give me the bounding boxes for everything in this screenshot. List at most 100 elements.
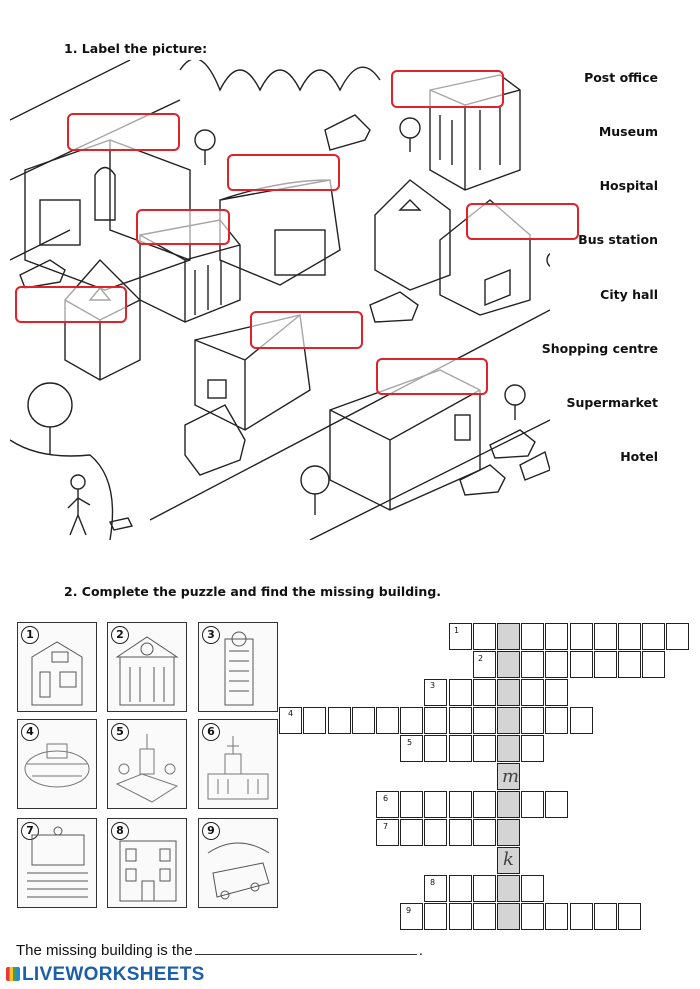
crossword-cell[interactable]: [400, 791, 424, 818]
crossword-cell[interactable]: [376, 819, 399, 846]
crossword-cell[interactable]: [521, 791, 545, 818]
crossword-cell[interactable]: [521, 875, 545, 902]
building-thumb-8: 8: [107, 818, 187, 908]
crossword-cell[interactable]: [448, 707, 472, 734]
crossword-cell[interactable]: [569, 623, 593, 650]
crossword-cell[interactable]: [376, 707, 399, 734]
crossword-cell[interactable]: [521, 735, 545, 762]
word-bank-item: Shopping centre: [541, 341, 658, 356]
crossword-cell[interactable]: [521, 707, 545, 734]
crossword-cell[interactable]: [472, 735, 496, 762]
crossword-cell[interactable]: [424, 679, 448, 706]
crossword-cell[interactable]: [424, 791, 448, 818]
clue-number: 6: [383, 794, 389, 803]
crossword-cell[interactable]: [424, 903, 448, 930]
crossword-cell[interactable]: [593, 651, 617, 678]
answer-box[interactable]: [376, 358, 488, 395]
crossword-cell[interactable]: [472, 623, 496, 650]
crossword-cell[interactable]: [497, 791, 520, 818]
crossword-cell[interactable]: [497, 875, 520, 902]
crossword-cell[interactable]: [642, 651, 666, 678]
crossword-cell[interactable]: [351, 707, 375, 734]
crossword-cell[interactable]: [618, 623, 641, 650]
crossword-cell[interactable]: [521, 651, 545, 678]
museum-icon: [207, 736, 269, 800]
crossword-cell[interactable]: [400, 735, 424, 762]
clue-number: 3: [430, 681, 436, 690]
crossword-cell[interactable]: [569, 651, 593, 678]
building-thumb-1: 1: [17, 622, 97, 712]
answer-box[interactable]: [250, 311, 363, 349]
crossword-cell[interactable]: [545, 903, 569, 930]
post-office-icon: [31, 641, 83, 706]
crossword-cell[interactable]: [327, 707, 351, 734]
answer-box[interactable]: [391, 70, 504, 108]
crossword-cell[interactable]: [593, 903, 617, 930]
clue-number: 7: [383, 822, 389, 831]
crossword-cell[interactable]: [666, 623, 690, 650]
word-bank-item: Supermarket: [566, 395, 658, 410]
crossword-cell[interactable]: [497, 847, 520, 874]
crossword-cell[interactable]: [448, 735, 472, 762]
crossword-cell[interactable]: [545, 679, 569, 706]
crossword-cell[interactable]: [521, 903, 545, 930]
crossword-cell[interactable]: [497, 763, 520, 790]
crossword-cell[interactable]: [521, 679, 545, 706]
crossword-cell[interactable]: [448, 819, 472, 846]
crossword-cell[interactable]: [497, 707, 520, 734]
crossword-cell[interactable]: [497, 735, 520, 762]
answer-box[interactable]: [227, 154, 340, 191]
crossword-cell[interactable]: [424, 819, 448, 846]
crossword-cell[interactable]: [376, 791, 399, 818]
crossword-cell[interactable]: [472, 819, 496, 846]
crossword-cell[interactable]: [497, 903, 520, 930]
hospital-icon: [224, 631, 254, 706]
crossword-cell[interactable]: [448, 679, 472, 706]
answer-box[interactable]: [67, 113, 180, 151]
brand-logo: LIVEWORKSHEETS: [6, 964, 205, 986]
crossword-cell[interactable]: [618, 651, 641, 678]
crossword-cell[interactable]: [472, 903, 496, 930]
crossword-cell[interactable]: [545, 651, 569, 678]
crossword-cell[interactable]: [472, 651, 496, 678]
crossword-cell[interactable]: [497, 679, 520, 706]
crossword-cell[interactable]: [497, 623, 520, 650]
crossword-cell[interactable]: [472, 679, 496, 706]
crossword-cell[interactable]: [545, 623, 569, 650]
crossword-cell[interactable]: [545, 791, 569, 818]
word-bank-item: City hall: [600, 287, 658, 302]
answer-line[interactable]: [194, 942, 417, 955]
crossword-cell[interactable]: [593, 623, 617, 650]
cinema-icon: [27, 826, 88, 898]
crossword-cell[interactable]: [642, 623, 666, 650]
crossword-cell[interactable]: [400, 903, 424, 930]
brand-logo-icon: [6, 967, 20, 981]
answer-box[interactable]: [136, 209, 230, 245]
crossword-cell[interactable]: [400, 819, 424, 846]
crossword-cell[interactable]: [497, 651, 520, 678]
crossword-cell[interactable]: [472, 791, 496, 818]
crossword-cell[interactable]: [448, 791, 472, 818]
crossword-cell[interactable]: [569, 707, 593, 734]
crossword-cell[interactable]: [472, 707, 496, 734]
crossword-cell[interactable]: [424, 707, 448, 734]
crossword-cell[interactable]: [424, 735, 448, 762]
crossword-cell[interactable]: [448, 623, 472, 650]
crossword-cell[interactable]: [303, 707, 327, 734]
crossword-cell[interactable]: [618, 903, 641, 930]
crossword-cell[interactable]: [545, 707, 569, 734]
answer-box[interactable]: [15, 286, 127, 323]
crossword-cell[interactable]: [424, 875, 448, 902]
word-bank-item: Hotel: [620, 449, 658, 464]
crossword-cell[interactable]: [521, 623, 545, 650]
building-thumb-3: 3: [198, 622, 278, 712]
crossword-cell[interactable]: [448, 875, 472, 902]
bus-station-icon: [207, 842, 270, 900]
crossword-cell[interactable]: [448, 903, 472, 930]
crossword-cell[interactable]: [497, 819, 520, 846]
crossword-cell[interactable]: [472, 875, 496, 902]
crossword-cell[interactable]: [400, 707, 424, 734]
answer-box[interactable]: [466, 203, 579, 240]
crossword-cell[interactable]: [569, 903, 593, 930]
crossword-cell[interactable]: [279, 707, 303, 734]
